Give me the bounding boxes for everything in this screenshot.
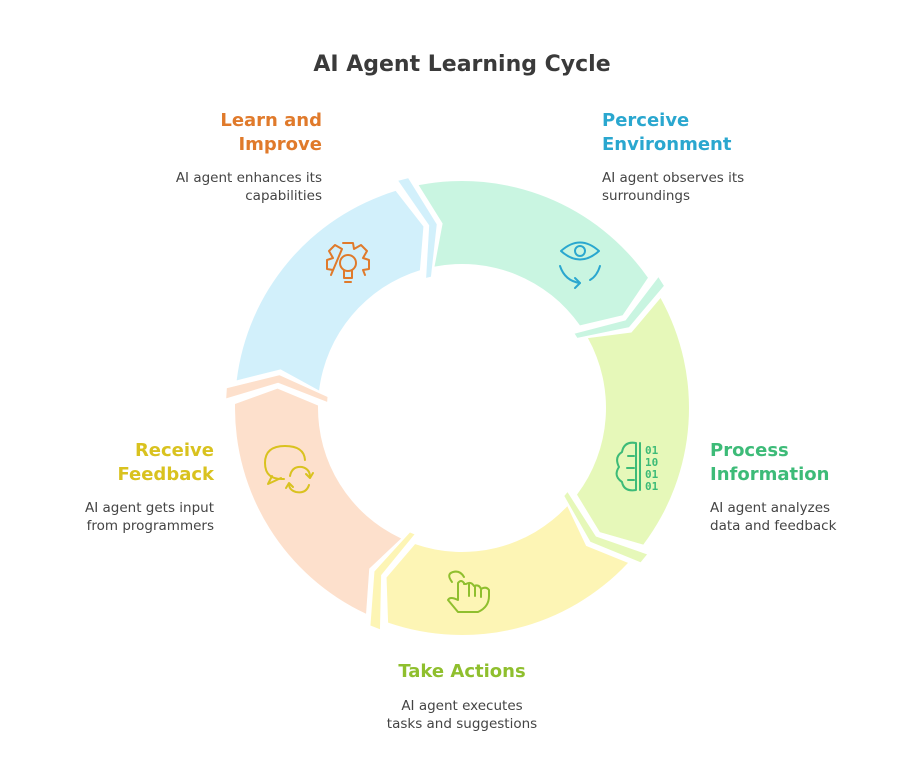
stage-desc-learn: AI agent enhances its capabilities <box>175 170 322 204</box>
ring-connector-learn <box>224 373 330 405</box>
ring-connector-process <box>571 273 667 341</box>
ring-segment-act <box>577 297 689 545</box>
stage-title-learn: Learn and Improve <box>220 110 322 155</box>
stage-desc-perceive: AI agent observes its surroundings <box>602 170 745 204</box>
stage-title-perceive: Perceive Environment <box>602 110 732 155</box>
ring-connector-perceive <box>395 175 439 281</box>
svg-text:10: 10 <box>645 456 658 469</box>
page-title: AI Agent Learning Cycle <box>313 52 611 77</box>
stage-desc-feedback: AI agent gets input from programmers <box>84 500 214 534</box>
stage-title-process: Process Information <box>710 440 830 485</box>
ring-segment-process <box>418 181 648 326</box>
stage-title-feedback: Receive Feedback <box>117 440 214 485</box>
svg-text:01: 01 <box>645 480 659 493</box>
eye-cycle-icon <box>559 241 601 289</box>
ring-connector-feedback <box>368 530 418 633</box>
brain-binary-icon: 01 10 01 01 <box>615 441 659 493</box>
chat-refresh-icon <box>264 445 314 494</box>
ring-segment-perceive <box>236 190 424 391</box>
hand-tap-icon <box>447 570 490 613</box>
cycle-ring <box>224 175 689 635</box>
stage-icons: 01 10 01 01 <box>264 241 659 613</box>
gear-bulb-icon <box>326 242 370 283</box>
stage-title-act: Take Actions <box>398 661 526 682</box>
ring-segment-learn <box>234 388 402 614</box>
ring-segment-feedback <box>386 506 629 635</box>
ring-connector-act <box>561 488 651 565</box>
stage-desc-process: AI agent analyzes data and feedback <box>710 500 837 534</box>
stage-desc-act: AI agent executes tasks and suggestions <box>386 698 538 732</box>
svg-text:01: 01 <box>645 468 659 481</box>
svg-text:01: 01 <box>645 444 659 457</box>
